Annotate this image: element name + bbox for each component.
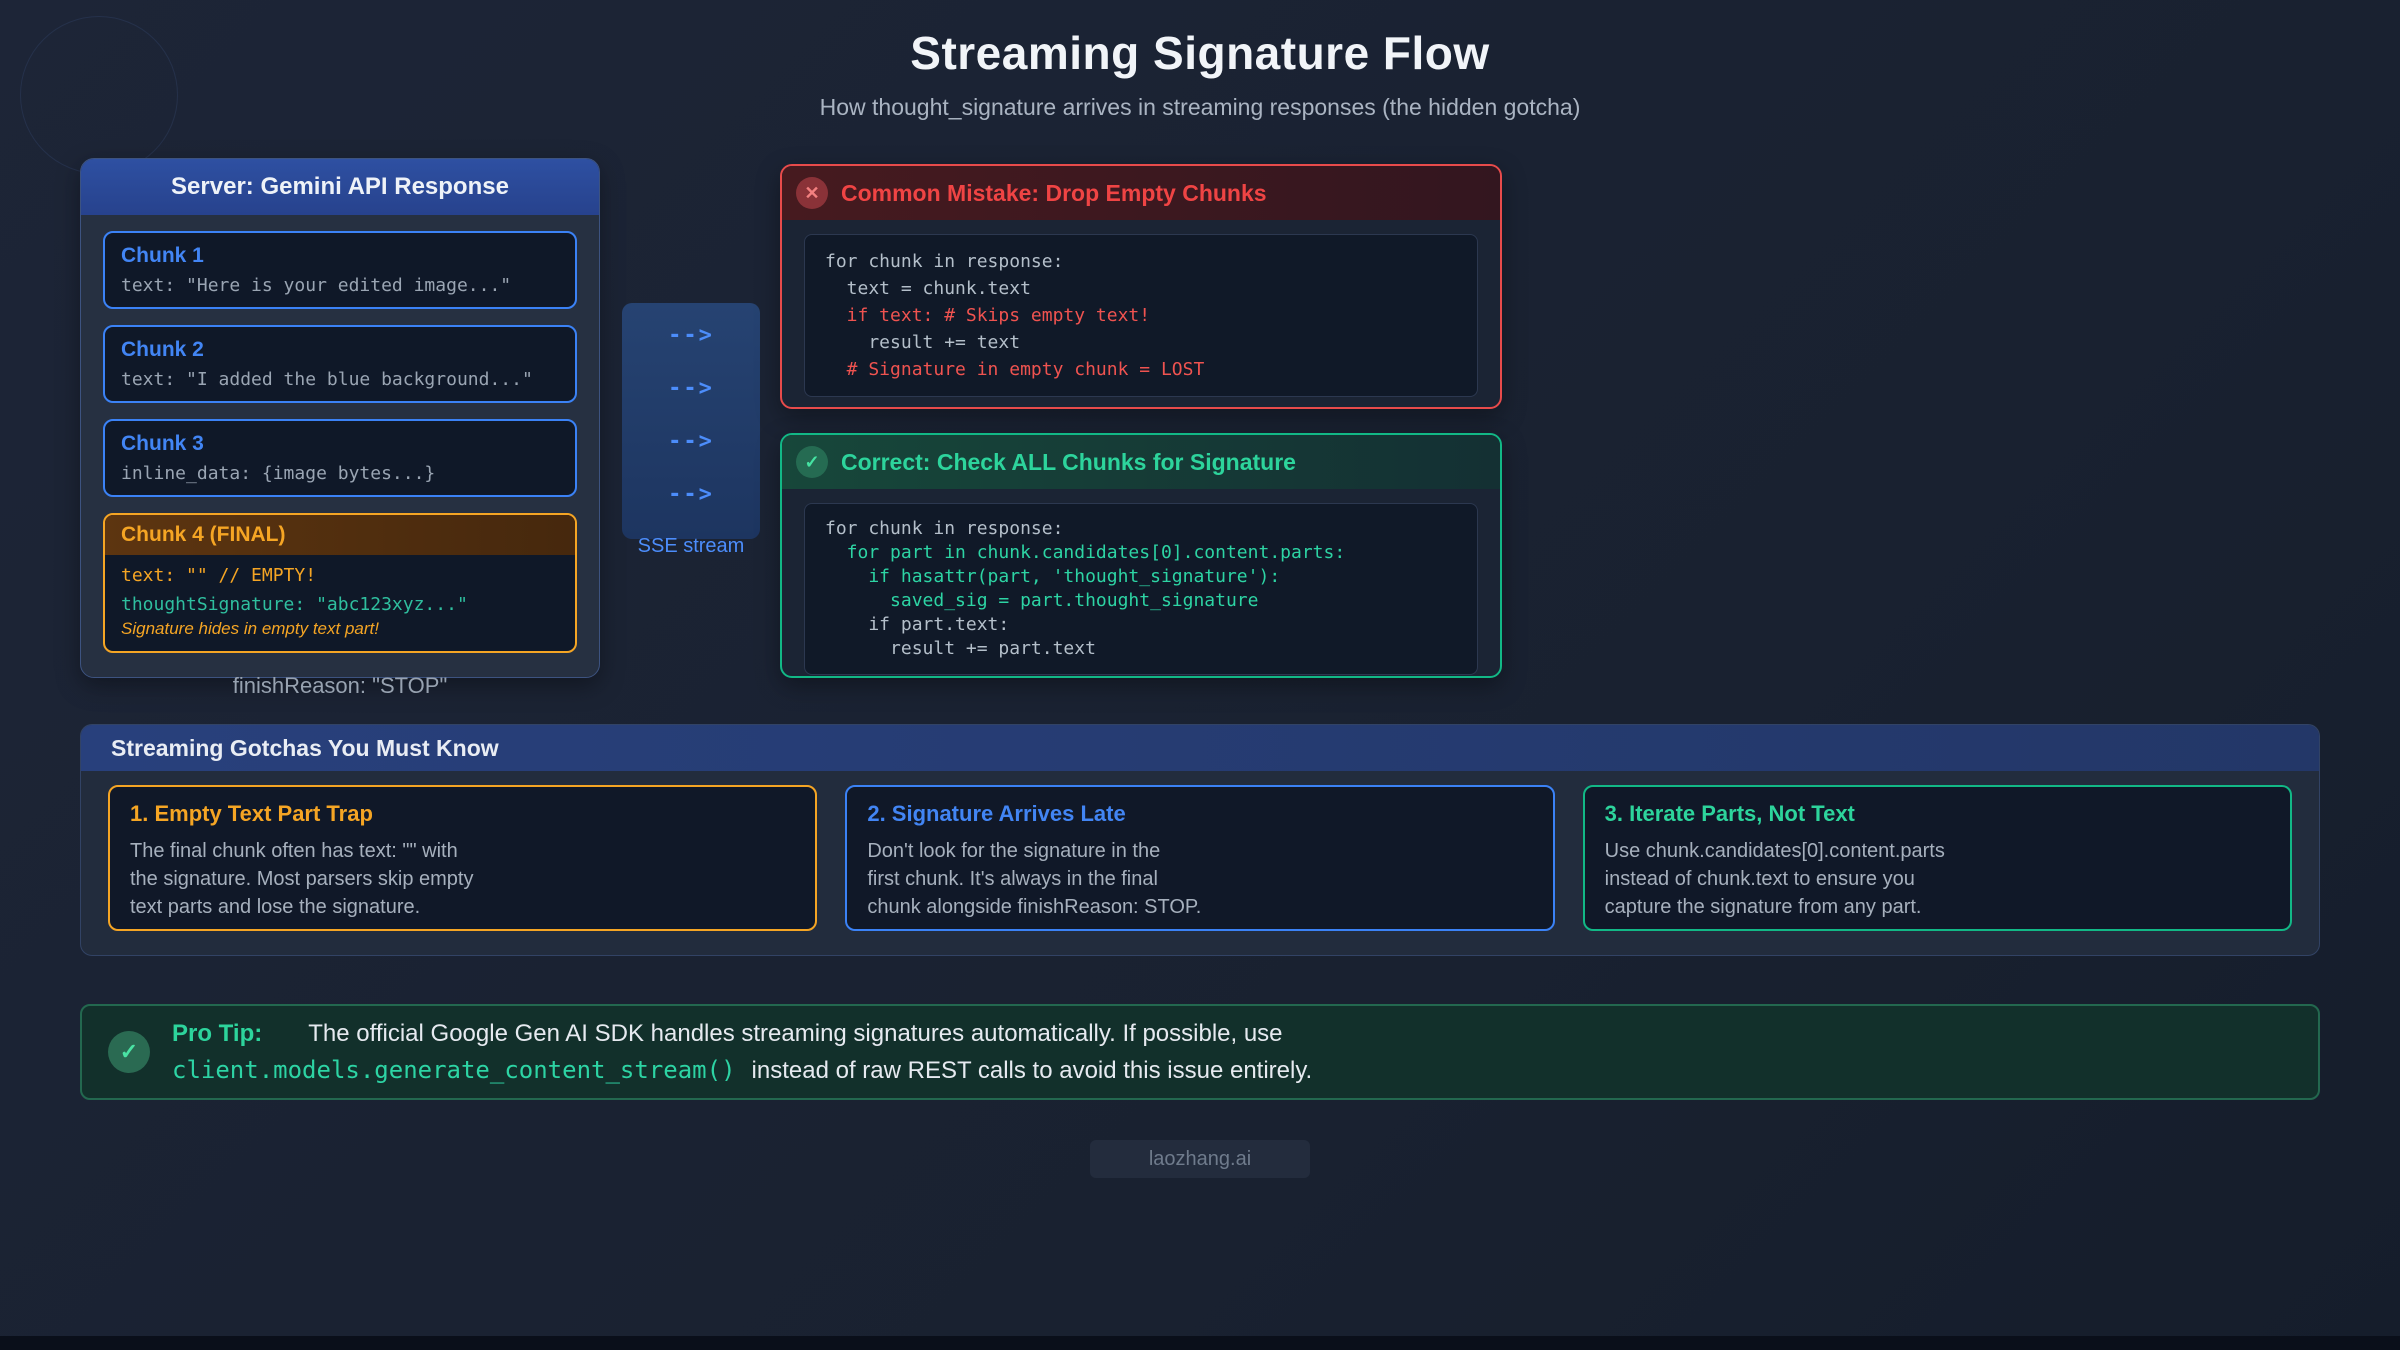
pro-tip-text-block: Pro Tip: The official Google Gen AI SDK h… — [172, 1015, 1312, 1089]
code-line: for chunk in response: — [825, 518, 1064, 539]
chunk-label: Chunk 3 — [121, 432, 204, 455]
gotcha-card-row: 1. Empty Text Part Trap The final chunk … — [81, 771, 2319, 931]
chunk-body: inline_data: {image bytes...} — [121, 463, 436, 484]
final-chunk-note: Signature hides in empty text part! — [121, 619, 379, 638]
gotcha-card-title: 1. Empty Text Part Trap — [130, 801, 373, 826]
gotcha-card-text: Use chunk.candidates[0].content.parts — [1604, 840, 1945, 862]
code-line: if hasattr(part, 'thought_signature'): — [825, 566, 1281, 587]
correct-code-block: for chunk in response: for part in chunk… — [804, 503, 1478, 675]
chunk-label: Chunk 2 — [121, 338, 204, 361]
gotcha-card-title: 2. Signature Arrives Late — [867, 801, 1126, 826]
code-line: if part.text: — [825, 614, 1010, 635]
chunk-body: text: "Here is your edited image..." — [121, 275, 512, 296]
gotchas-title: Streaming Gotchas You Must Know — [81, 725, 2319, 771]
code-line: # Signature in empty chunk = LOST — [825, 359, 1205, 380]
correct-approach-panel: ✓ Correct: Check ALL Chunks for Signatur… — [780, 433, 1502, 678]
pro-tip-code-snippet: client.models.generate_content_stream() — [172, 1056, 736, 1084]
chunk-body: text: "I added the blue background..." — [121, 369, 533, 390]
pro-tip-text: instead of raw REST calls to avoid this … — [751, 1057, 1313, 1084]
chunk-list: Chunk 1 text: "Here is your edited image… — [81, 215, 599, 653]
sse-stream-box: --> --> --> --> SSE stream — [622, 303, 760, 557]
pro-tip-label: Pro Tip: — [172, 1020, 263, 1047]
bottom-edge-strip — [0, 1336, 2400, 1350]
check-circle-icon: ✓ — [108, 1031, 150, 1073]
code-line: for part in chunk.candidates[0].content.… — [825, 542, 1346, 563]
page-subtitle: How thought_signature arrives in streami… — [819, 94, 1581, 120]
pro-tip-banner: ✓ Pro Tip: The official Google Gen AI SDK… — [80, 1004, 2320, 1100]
gotcha-card-iterate-parts: 3. Iterate Parts, Not Text Use chunk.can… — [1582, 785, 2292, 931]
server-panel-title: Server: Gemini API Response — [81, 159, 599, 215]
final-chunk-empty-text: text: "" // EMPTY! — [121, 565, 317, 586]
code-line: text = chunk.text — [825, 278, 1031, 299]
pro-tip-line-1: Pro Tip: The official Google Gen AI SDK h… — [172, 1015, 1312, 1052]
gotcha-card-signature-late: 2. Signature Arrives Late Don't look for… — [845, 785, 1555, 931]
chunk-card-3: Chunk 3 inline_data: {image bytes...} — [103, 419, 577, 497]
final-chunk-body: text: "" // EMPTY! thoughtSignature: "ab… — [105, 555, 575, 651]
gotcha-card-text: first chunk. It's always in the final — [867, 868, 1158, 890]
pro-tip-text: The official Google Gen AI SDK handles s… — [308, 1020, 1283, 1047]
correct-approach-header: ✓ Correct: Check ALL Chunks for Signatur… — [782, 435, 1500, 489]
gotcha-card-text: chunk alongside finishReason: STOP. — [867, 896, 1202, 918]
chunk-card-1: Chunk 1 text: "Here is your edited image… — [103, 231, 577, 309]
common-mistake-header: ✕ Common Mistake: Drop Empty Chunks — [782, 166, 1500, 220]
pro-tip-line-2: client.models.generate_content_stream() i… — [172, 1052, 1312, 1089]
finish-reason-text: finishReason: "STOP" — [232, 673, 448, 698]
gotchas-panel: Streaming Gotchas You Must Know 1. Empty… — [80, 724, 2320, 956]
code-line: result += part.text — [825, 638, 1096, 659]
code-line: for chunk in response: — [825, 251, 1064, 272]
watermark-badge: laozhang.ai — [1090, 1140, 1310, 1178]
chunk-card-4-final: Chunk 4 (FINAL) text: "" // EMPTY! thoug… — [103, 513, 577, 653]
chunk-card-2: Chunk 2 text: "I added the blue backgrou… — [103, 325, 577, 403]
code-line: saved_sig = part.thought_signature — [825, 590, 1259, 611]
final-chunk-signature: thoughtSignature: "abc123xyz..." — [121, 594, 468, 615]
check-circle-icon: ✓ — [796, 446, 828, 478]
code-line: if text: # Skips empty text! — [825, 305, 1151, 326]
page-header: Streaming Signature Flow How thought_sig… — [0, 26, 2400, 121]
stream-arrow-icon: --> — [668, 429, 714, 454]
server-response-panel: Server: Gemini API Response Chunk 1 text… — [80, 158, 600, 698]
page-title: Streaming Signature Flow — [910, 27, 1490, 79]
stream-arrow-icon: --> — [668, 376, 714, 401]
gotcha-card-text: text parts and lose the signature. — [130, 896, 421, 918]
gotcha-card-text: Don't look for the signature in the — [867, 840, 1161, 862]
stream-arrow-icon: --> — [668, 482, 714, 507]
gotcha-card-text: instead of chunk.text to ensure you — [1604, 868, 1915, 890]
mistake-code-block: for chunk in response: text = chunk.text… — [804, 234, 1478, 397]
sse-stream-label: SSE stream — [637, 535, 745, 557]
gotcha-card-empty-text-trap: 1. Empty Text Part Trap The final chunk … — [108, 785, 818, 931]
gotcha-card-title: 3. Iterate Parts, Not Text — [1604, 801, 1855, 826]
stream-arrow-icon: --> — [668, 323, 714, 348]
gotcha-card-text: The final chunk often has text: "" with — [130, 840, 458, 862]
code-line: result += text — [825, 332, 1021, 353]
final-chunk-label: Chunk 4 (FINAL) — [105, 515, 575, 555]
correct-approach-title: Correct: Check ALL Chunks for Signature — [841, 448, 1296, 475]
common-mistake-panel: ✕ Common Mistake: Drop Empty Chunks for … — [780, 164, 1502, 409]
gotcha-card-text: capture the signature from any part. — [1604, 896, 1922, 918]
x-circle-icon: ✕ — [796, 177, 828, 209]
chunk-label: Chunk 1 — [121, 244, 204, 267]
common-mistake-title: Common Mistake: Drop Empty Chunks — [841, 179, 1267, 206]
gotcha-card-text: the signature. Most parsers skip empty — [130, 868, 474, 890]
